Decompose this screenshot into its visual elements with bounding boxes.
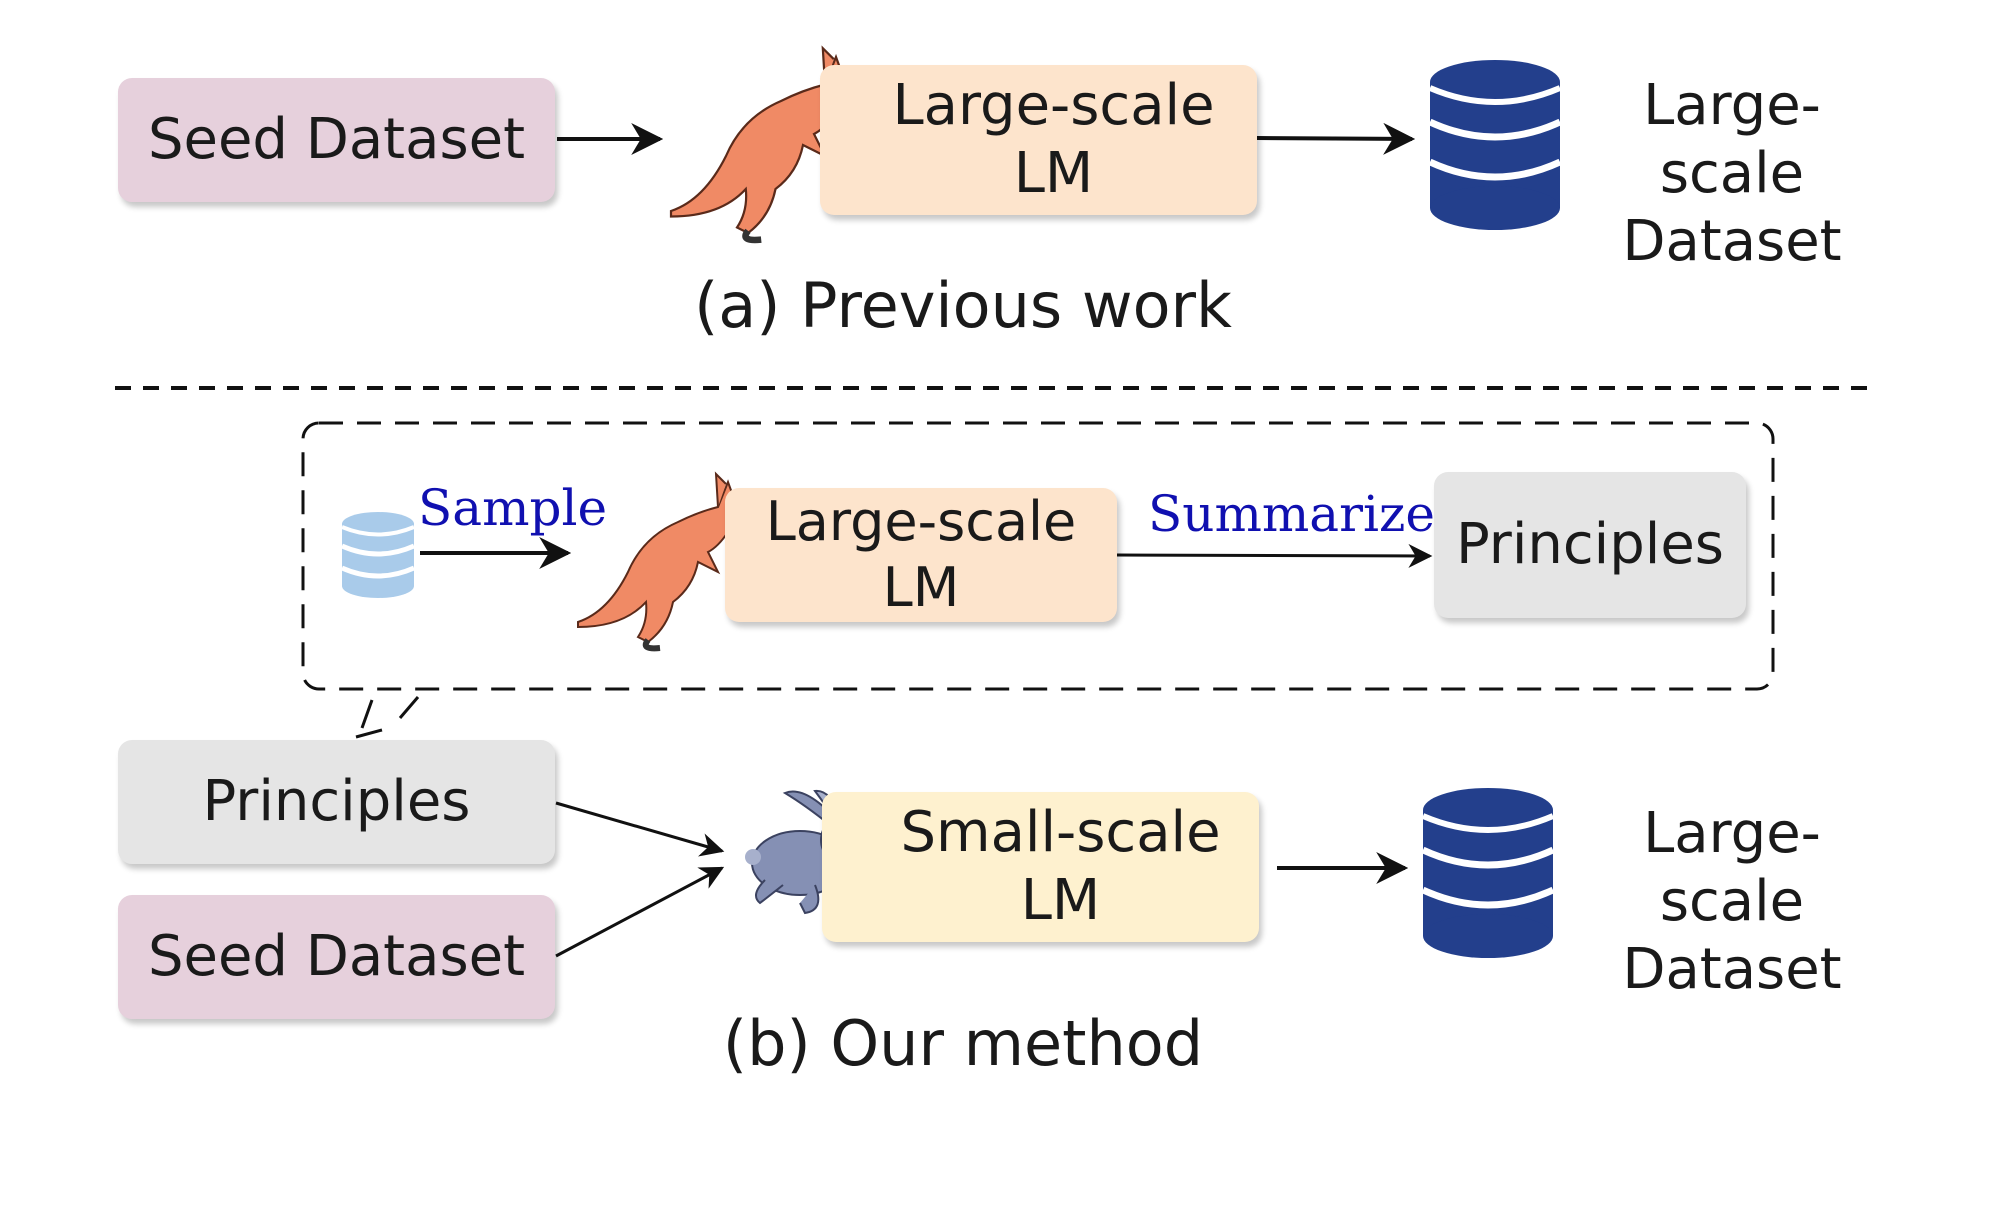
database-icon [1428,60,1562,230]
sample-label: Sample [418,479,608,537]
output-label-line2: Dataset [1622,209,1842,274]
principles-label: Principles [202,769,471,834]
small-scale-lm-box: Small-scale LM [822,792,1259,942]
seed-dataset-box: Seed Dataset [118,895,555,1019]
arrow-principles-to-slm [555,801,725,857]
principles-output-label: Principles [1456,512,1724,577]
seed-dataset-box: Seed Dataset [118,78,555,202]
database-icon [1421,788,1555,958]
principles-output-box: Principles [1434,472,1746,618]
arrow-summarize [1116,543,1433,568]
seed-dataset-label: Seed Dataset [147,924,526,989]
small-scale-lm-label-line2: LM [1020,868,1101,933]
seed-dataset-label: Seed Dataset [147,107,526,172]
large-scale-lm-label-line1: Large-scale [765,490,1077,553]
large-scale-dataset-label: Large-scale Dataset [1572,72,1892,276]
database-icon [340,512,416,598]
principle-generation-callout [301,421,1775,691]
large-scale-lm-label-line2: LM [882,556,960,619]
large-scale-dataset-label: Large-scale Dataset [1572,800,1892,1004]
principles-box: Principles [118,740,555,864]
small-scale-lm-label-line1: Small-scale [900,800,1221,865]
summarize-label: Summarize [1148,485,1435,543]
output-label-line2: Dataset [1622,937,1842,1002]
large-scale-lm-box: Large-scale LM [725,488,1117,622]
large-scale-lm-label-line1: Large-scale [892,73,1215,138]
callout-tail [355,696,420,739]
output-label-line1: Large-scale [1643,801,1821,934]
arrow-seed-to-slm [555,866,725,958]
caption-our-method: (b) Our method [722,1007,1204,1080]
caption-previous-work: (a) Previous work [694,269,1232,342]
output-label-line1: Large-scale [1643,73,1821,206]
large-scale-lm-box: Large-scale LM [820,65,1257,215]
arrow-llm-to-dataset [1256,122,1416,155]
large-scale-lm-label-line2: LM [1013,141,1094,206]
